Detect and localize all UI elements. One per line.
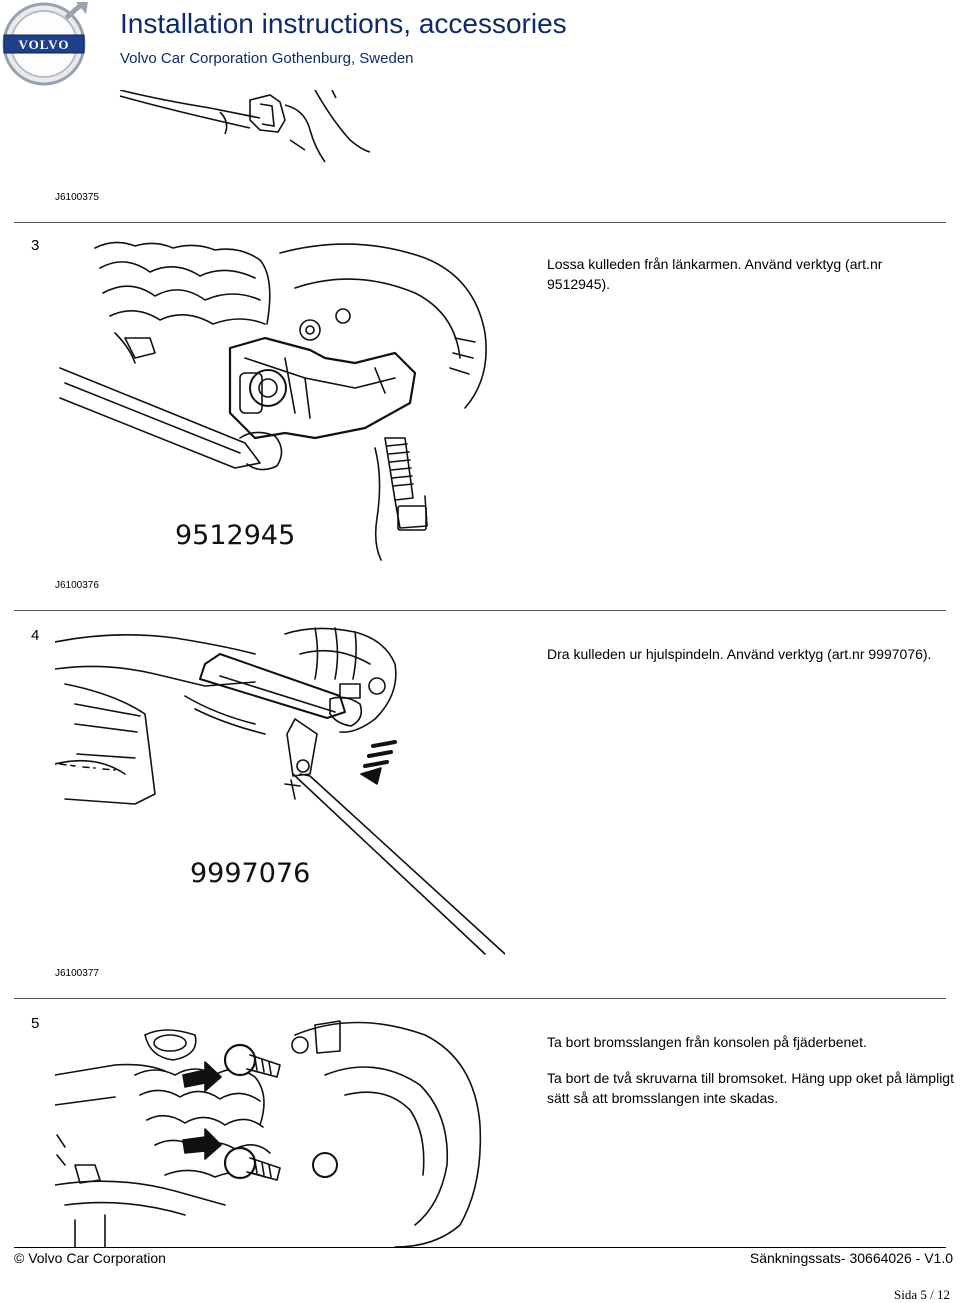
instruction-paragraph: Ta bort de två skruvarna till bromsoket.… — [547, 1070, 954, 1086]
document-title: Installation instructions, accessories — [120, 8, 567, 39]
instruction-line: Dra kulleden ur hjulspindeln. Använd ver… — [547, 646, 932, 662]
figure-j6100375 — [100, 90, 400, 180]
instruction-line: Lossa kulleden från länkarmen. Använd ve… — [547, 256, 883, 272]
instruction-paragraph: sätt så att bromsslangen inte skadas. — [547, 1090, 779, 1106]
page-number: Sida 5 / 12 — [894, 1287, 950, 1302]
footer-document-id: Sänkningssats- 30664026 - V1.0 — [749, 1250, 953, 1266]
footer-copyright: © Volvo Car Corporation — [14, 1250, 166, 1266]
step-separator — [14, 222, 946, 223]
step-separator — [14, 998, 946, 999]
figure-code: J6100376 — [55, 580, 99, 591]
step-instruction: Ta bort bromsslangen från konsolen på fj… — [547, 1032, 954, 1108]
step-number: 4 — [31, 627, 40, 644]
tool-number-label: 9512945 — [175, 520, 295, 551]
step-separator — [14, 610, 946, 611]
step-number: 3 — [31, 237, 40, 254]
document-subtitle: Volvo Car Corporation Gothenburg, Sweden — [120, 50, 414, 67]
figure-j6100377: 9997076 — [55, 624, 505, 964]
instruction-line: 9512945). — [547, 276, 611, 292]
step-instruction: Lossa kulleden från länkarmen. Använd ve… — [547, 254, 882, 294]
figure-code: J6100375 — [55, 192, 99, 203]
figure-j6100376: 9512945 — [55, 238, 495, 568]
tool-number-label: 9997076 — [190, 858, 310, 889]
volvo-logo: VOLVO — [0, 0, 90, 90]
figure-caliper-removal — [55, 1015, 495, 1247]
figure-code: J6100377 — [55, 968, 99, 979]
instruction-paragraph: Ta bort bromsslangen från konsolen på fj… — [547, 1034, 867, 1050]
step-number: 5 — [31, 1015, 40, 1032]
footer-rule — [14, 1247, 946, 1248]
step-instruction: Dra kulleden ur hjulspindeln. Använd ver… — [547, 644, 931, 664]
logo-text: VOLVO — [19, 37, 70, 52]
